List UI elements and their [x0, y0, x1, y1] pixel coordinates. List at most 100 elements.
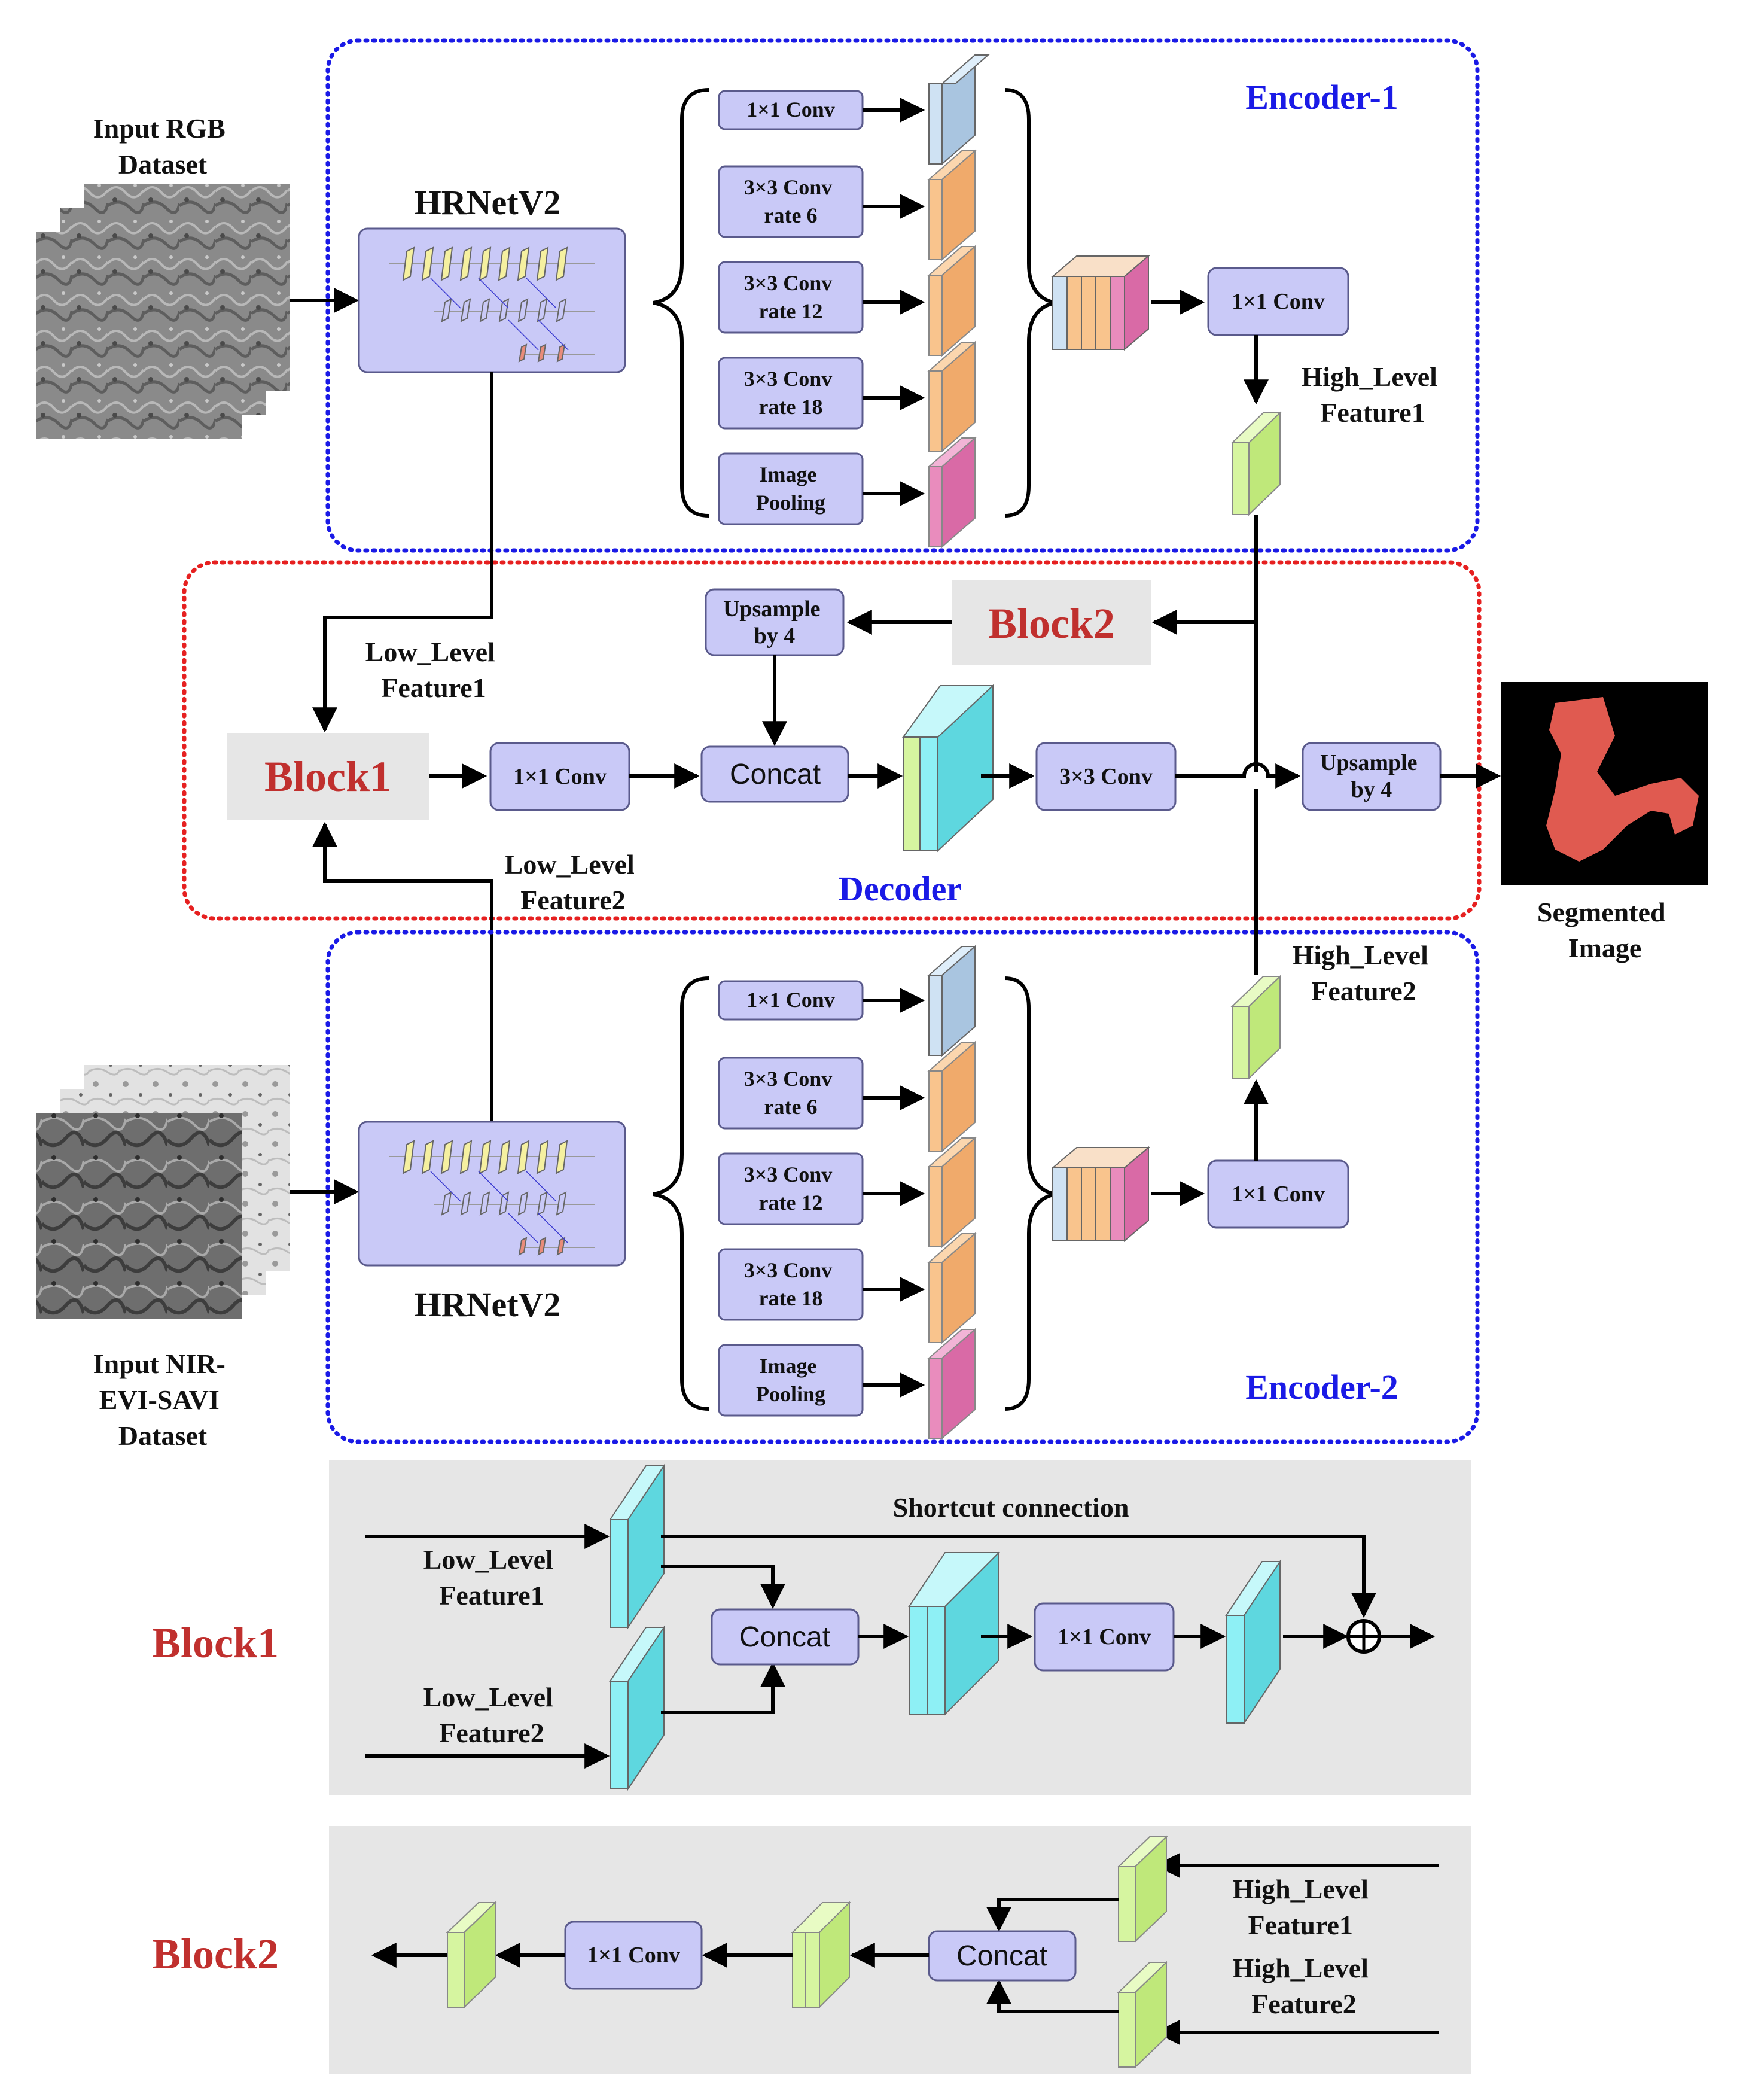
high-level-feature1-line2: Feature1	[1320, 397, 1425, 428]
encoder1-feature-1x1	[928, 53, 990, 166]
block1-in2-line2: Feature2	[439, 1718, 544, 1748]
encoder2-frame	[325, 930, 1480, 1444]
block2-in2-map	[1117, 1961, 1168, 2069]
encoder2-aspp-rate12: 3×3 Conv rate 12	[718, 1152, 864, 1225]
svg-text:1×1 Conv: 1×1 Conv	[746, 98, 835, 121]
high-level-feature2-map	[1230, 975, 1282, 1080]
encoder2-hrnet-box	[358, 1121, 626, 1267]
decoder-conv-3x3: 3×3 Conv	[1035, 742, 1177, 811]
svg-text:3×3 Conv rate 6: 3×3 Conv rate 6	[744, 175, 838, 227]
svg-text:1×1 Conv: 1×1 Conv	[1058, 1624, 1151, 1649]
encoder1-aspp-rate6: 3×3 Conv rate 6	[718, 165, 864, 238]
svg-text:1×1 Conv: 1×1 Conv	[1232, 289, 1325, 314]
low-level-feature1-line2: Feature1	[381, 672, 486, 703]
svg-text:Input RGB Dataset: Input RGB Dataset	[93, 113, 233, 179]
encoder2-feature-rate18	[927, 1232, 977, 1344]
block1-stack	[908, 1551, 1000, 1716]
block2-concat: Concat	[928, 1930, 1077, 1982]
encoder1-conv-1x1: 1×1 Conv	[1207, 267, 1349, 336]
svg-text:High_Level Feature2: High_Level Feature2	[1293, 940, 1436, 1006]
block2-out-map	[446, 1901, 497, 2009]
encoder1-backbone-title: HRNetV2	[415, 183, 561, 222]
svg-text:Image Pooling: Image Pooling	[756, 462, 825, 515]
encoder1-concat-stack	[1051, 254, 1150, 351]
block1-in1-line2: Feature1	[439, 1580, 544, 1611]
encoder1-feature-rate6	[927, 149, 977, 261]
block2-conv: 1×1 Conv	[564, 1921, 703, 1990]
svg-text:1×1 Conv: 1×1 Conv	[746, 988, 835, 1012]
encoder2-conv-1x1: 1×1 Conv	[1207, 1159, 1349, 1229]
high-level-feature1-map	[1230, 411, 1282, 516]
svg-text:Low_Level Feature2: Low_Level Feature2	[505, 849, 642, 915]
encoder1-aspp-1x1: 1×1 Conv	[718, 90, 864, 130]
encoder1-right-brace	[1004, 88, 1056, 518]
decoder-conv-1x1: 1×1 Conv	[489, 742, 630, 811]
input-nir-label-line2: EVI-SAVI	[99, 1384, 220, 1415]
encoder1-aspp-pooling: Image Pooling	[718, 452, 864, 525]
svg-text:1×1 Conv: 1×1 Conv	[1232, 1182, 1325, 1207]
low-level-feature2-line2: Feature2	[520, 885, 625, 915]
svg-text:Concat: Concat	[730, 759, 821, 790]
encoder2-feature-rate12	[927, 1136, 977, 1249]
svg-text:Concat: Concat	[739, 1621, 830, 1653]
input-rgb-label-line1: Input RGB	[93, 113, 226, 144]
decoder-concat: Concat	[700, 745, 849, 803]
encoder2-aspp-1x1: 1×1 Conv	[718, 980, 864, 1021]
svg-text:3×3 Conv rate 18: 3×3 Conv rate 18	[744, 1258, 838, 1310]
svg-text:Low_Level Feature2: Low_Level Feature2	[423, 1682, 560, 1748]
segmented-label-line1: Segmented	[1537, 897, 1666, 927]
encoder1-aspp-rate12: 3×3 Conv rate 12	[718, 261, 864, 334]
svg-text:Input NIR- EVI-SAVI Da: Input NIR- EVI-SAVI Dataset	[93, 1349, 233, 1451]
encoder2-feature-1x1	[927, 945, 977, 1057]
low-level-feature1-line	[312, 372, 493, 733]
svg-text:Image Pooling: Image Pooling	[756, 1354, 825, 1406]
encoder2-right-brace	[1004, 976, 1056, 1411]
encoder2-aspp-pooling: Image Pooling	[718, 1344, 864, 1417]
arrow-conv3-to-upsample	[1175, 762, 1301, 789]
svg-text:Block1: Block1	[264, 753, 391, 801]
block1-in2-line1: Low_Level	[423, 1682, 553, 1712]
encoder1-feature-rate18	[927, 340, 977, 453]
input-rgb-label-line2: Dataset	[118, 149, 208, 179]
block2-stack	[791, 1901, 851, 2009]
decoder-block1: Block1	[227, 733, 429, 820]
input-nir-label-line3: Dataset	[118, 1420, 208, 1451]
input-nir-stack	[36, 1065, 290, 1319]
block2-in1-line1: High_Level	[1233, 1874, 1369, 1904]
svg-text:Low_Level Feature1: Low_Level Feature1	[423, 1544, 560, 1611]
block1-shortcut-line	[661, 1535, 1376, 1618]
encoder2-aspp-rate6: 3×3 Conv rate 6	[718, 1057, 864, 1130]
add-icon	[1346, 1619, 1381, 1654]
block1-in1-map	[609, 1463, 665, 1630]
decoder-frame	[182, 560, 1482, 921]
encoder2-aspp-rate18: 3×3 Conv rate 18	[718, 1248, 864, 1321]
decoder-upsample-top: Upsample by 4	[705, 588, 845, 656]
encoder2-concat-stack	[1051, 1146, 1150, 1243]
block1-in1-to-concat	[661, 1565, 785, 1609]
encoder1-left-brace	[653, 88, 709, 518]
svg-text:High_Level Feature1: High_Level Feature1	[1302, 361, 1445, 428]
high-level-feature2-line2: Feature2	[1311, 976, 1416, 1006]
svg-text:Upsample by 4: Upsample by 4	[723, 596, 826, 649]
block2-detail-panel	[329, 1826, 1471, 2074]
block1-in2-to-concat	[661, 1661, 785, 1714]
block1-concat: Concat	[711, 1608, 860, 1666]
segmented-image	[1501, 682, 1708, 885]
encoder2-feature-rate6	[927, 1040, 977, 1153]
segmented-label-line2: Image	[1568, 933, 1642, 963]
svg-text:Concat: Concat	[956, 1940, 1047, 1972]
low-level-feature2-line1: Low_Level	[505, 849, 635, 879]
hrnet-icon	[389, 246, 595, 363]
block2-in2-to-concat	[986, 1979, 1119, 2013]
block1-detail-title: Block1	[152, 1619, 279, 1667]
svg-text:1×1 Conv: 1×1 Conv	[587, 1943, 680, 1968]
block2-in2-line2: Feature2	[1251, 1989, 1356, 2019]
svg-text:Upsample by 4: Upsample by 4	[1320, 750, 1423, 802]
encoder2-backbone-title: HRNetV2	[415, 1285, 561, 1324]
encoder2-title: Encoder-2	[1245, 1368, 1398, 1407]
block1-out-map	[1225, 1559, 1281, 1725]
low-level-feature1-line1: Low_Level	[365, 637, 495, 667]
encoder1-hrnet-box	[358, 227, 626, 373]
encoder1-feature-pooling	[927, 436, 977, 549]
block2-in1-to-concat	[986, 1898, 1119, 1932]
